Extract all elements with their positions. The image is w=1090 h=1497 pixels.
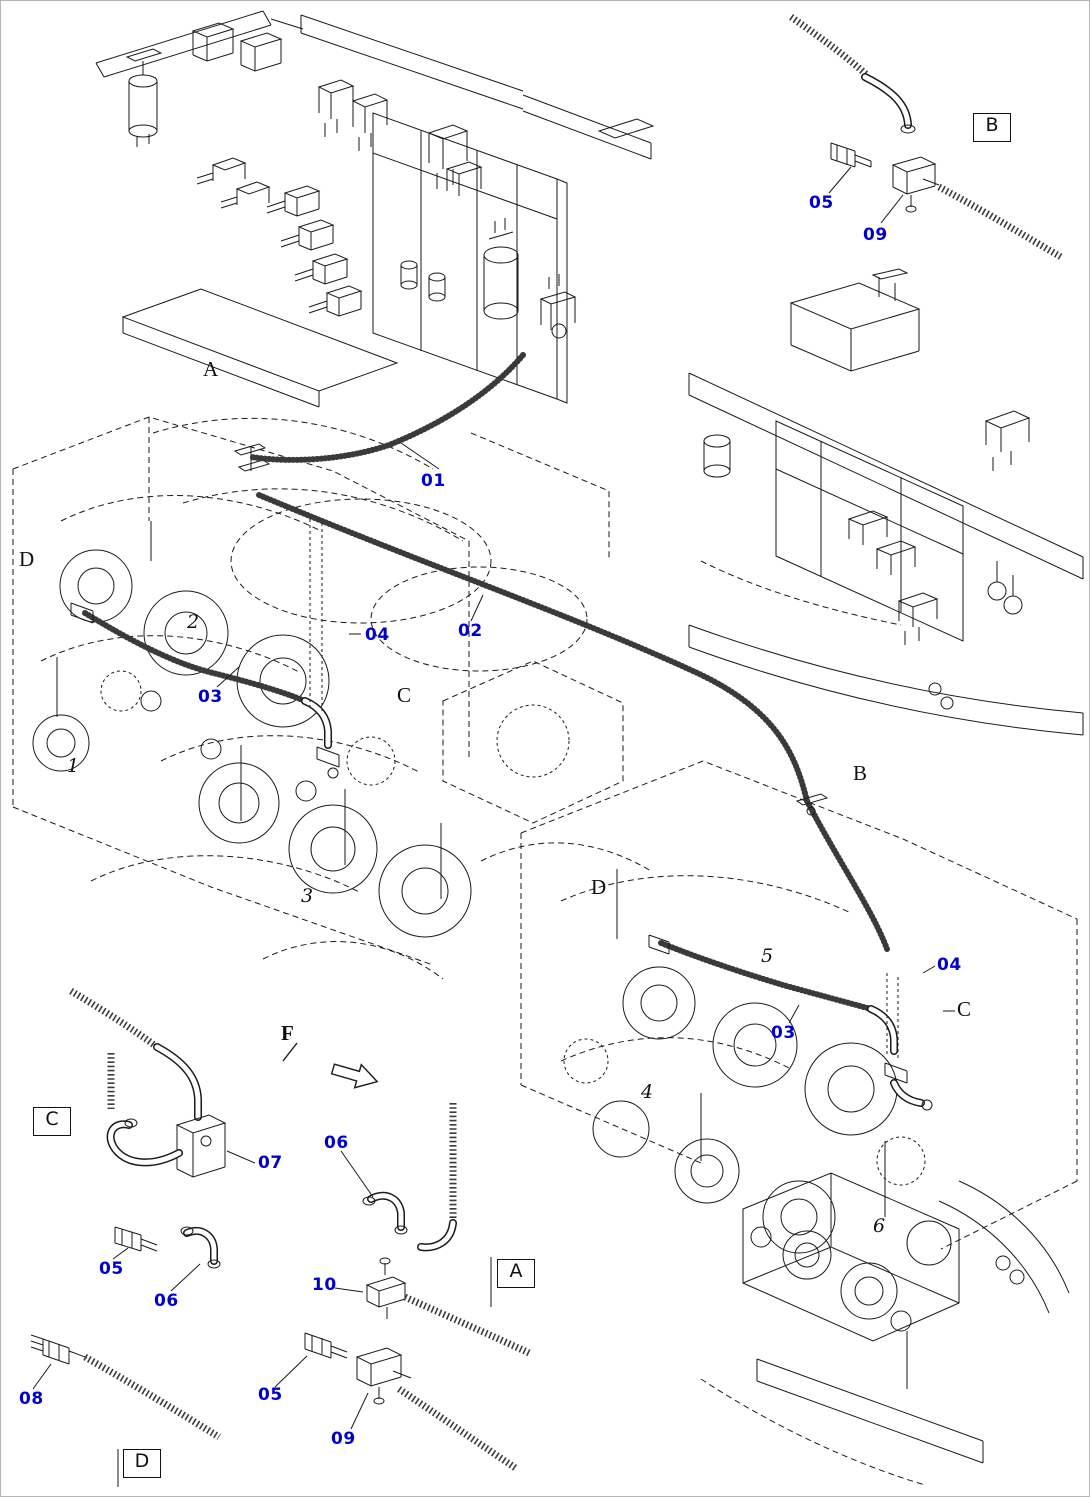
callout-09-detail-a[interactable]: 09: [331, 1429, 356, 1449]
section-letter-c-left: C: [397, 683, 412, 707]
hose-03-left: [70, 602, 340, 779]
view-box-c: C: [33, 1107, 71, 1136]
callout-01[interactable]: 01: [421, 471, 446, 491]
callout-10[interactable]: 10: [312, 1275, 337, 1295]
section-cut-lines: [117, 1257, 492, 1487]
callout-03-left[interactable]: 03: [198, 687, 223, 707]
top-assembly: [95, 10, 655, 672]
view-box-d: D: [123, 1449, 161, 1478]
callout-05-detail-b[interactable]: 05: [809, 193, 834, 213]
leader-lines: [32, 166, 955, 1430]
hose-02: [256, 492, 890, 952]
callout-06-detail-a[interactable]: 06: [324, 1133, 349, 1153]
item-number-5: 5: [761, 945, 774, 967]
middle-hidden-housing: [262, 660, 652, 980]
item-number-3: 3: [301, 885, 314, 907]
hose-03-right: [648, 934, 898, 1055]
callout-03-right[interactable]: 03: [771, 1023, 796, 1043]
detail-c: [69, 987, 227, 1269]
item-number-6: 6: [873, 1215, 886, 1237]
section-letter-d-right: D: [591, 875, 607, 899]
section-letter-a-upper: A: [203, 357, 219, 381]
item-number-1: 1: [67, 755, 80, 777]
detail-d: [30, 1334, 221, 1440]
hose-04-left: [309, 519, 323, 711]
item-number-2: 2: [187, 611, 200, 633]
callout-07[interactable]: 07: [258, 1153, 283, 1173]
callout-06-detail-c[interactable]: 06: [154, 1291, 179, 1311]
left-engine-block: [12, 416, 472, 966]
view-box-a: A: [497, 1259, 535, 1288]
callout-04-left[interactable]: 04: [365, 625, 390, 645]
callout-05-detail-c[interactable]: 05: [99, 1259, 124, 1279]
hose-01: [248, 352, 526, 463]
section-letter-c-right: C: [957, 997, 972, 1021]
view-direction-letter-f: F: [281, 1021, 294, 1045]
callout-04-right[interactable]: 04: [937, 955, 962, 975]
view-arrow-f: [282, 1042, 379, 1089]
section-letter-d-left: D: [19, 547, 35, 571]
callout-05-detail-a[interactable]: 05: [258, 1385, 283, 1405]
section-letter-b-right: B: [853, 761, 868, 785]
detail-b: [789, 14, 1063, 261]
view-box-b: B: [973, 113, 1011, 142]
callout-08[interactable]: 08: [19, 1389, 44, 1409]
detail-a: [304, 1103, 531, 1472]
hose-04-right: [884, 973, 933, 1111]
item-number-4: 4: [641, 1081, 654, 1103]
right-engine-block: [520, 760, 1078, 1486]
callout-09-detail-b[interactable]: 09: [863, 225, 888, 245]
right-assembly: [688, 268, 1084, 736]
callout-02[interactable]: 02: [458, 621, 483, 641]
